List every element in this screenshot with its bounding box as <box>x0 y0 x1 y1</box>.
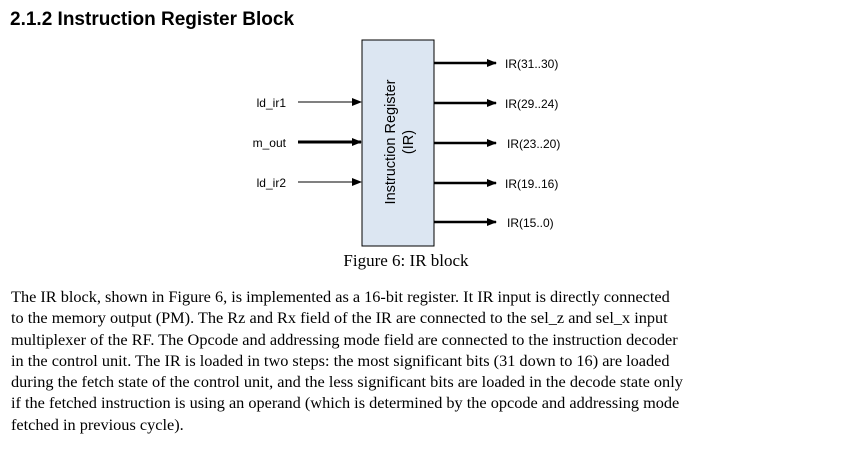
output-label-ir-15-0: IR(15..0) <box>507 216 554 230</box>
paragraph-line: fetched in previous cycle). <box>11 414 184 434</box>
block-label-line2: (IR) <box>401 130 417 154</box>
ir-block-diagram: Instruction Register (IR) ld_ir1 m_out l… <box>253 39 560 247</box>
input-label-ld-ir2: ld_ir2 <box>257 176 287 190</box>
paragraph-line: to the memory output (PM). The Rz and Rx… <box>11 308 668 328</box>
paragraph-line: multiplexer of the RF. The Opcode and ad… <box>11 329 678 349</box>
input-label-m-out: m_out <box>253 136 287 150</box>
paragraph-line: in the control unit. The IR is loaded in… <box>11 350 670 370</box>
output-label-ir-31-30: IR(31..30) <box>505 57 558 71</box>
body-paragraph: The IR block, shown in Figure 6, is impl… <box>11 286 833 435</box>
output-label-ir-23-20: IR(23..20) <box>507 137 560 151</box>
input-label-ld-ir1: ld_ir1 <box>257 96 287 110</box>
output-label-ir-29-24: IR(29..24) <box>505 97 558 111</box>
output-label-ir-19-16: IR(19..16) <box>505 177 558 191</box>
figure-caption: Figure 6: IR block <box>343 251 469 270</box>
paragraph-line: if the fetched instruction is using an o… <box>11 393 680 413</box>
paragraph-line: during the fetch state of the control un… <box>11 372 683 392</box>
block-label-line1: Instruction Register <box>383 79 399 204</box>
section-heading: 2.1.2 Instruction Register Block <box>10 9 295 30</box>
paragraph-line: The IR block, shown in Figure 6, is impl… <box>11 287 670 306</box>
